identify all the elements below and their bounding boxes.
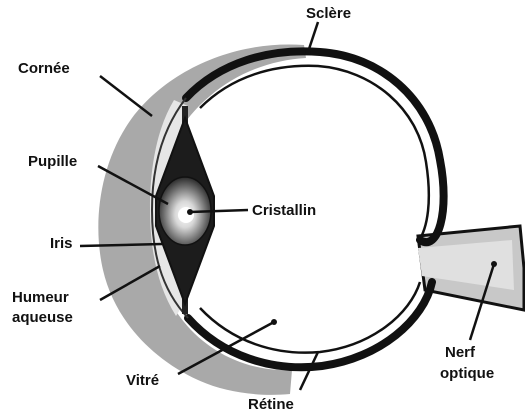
- label-humeur-line2: aqueuse: [12, 309, 73, 326]
- leader-cornee: [100, 76, 152, 116]
- label-nerf-line2: optique: [440, 365, 494, 382]
- label-humeur-line1: Humeur: [12, 289, 69, 306]
- eyeball-wall-lower: [188, 282, 432, 367]
- lens-highlight: [178, 207, 194, 223]
- leader-sclere: [308, 22, 318, 52]
- label-sclere: Sclère: [306, 5, 351, 22]
- label-retine: Rétine: [248, 396, 294, 413]
- label-vitre: Vitré: [126, 372, 159, 389]
- label-cornee: Cornée: [18, 60, 70, 77]
- label-nerf-line1: Nerf: [445, 344, 475, 361]
- label-iris: Iris: [50, 235, 73, 252]
- label-cristallin: Cristallin: [252, 202, 316, 219]
- label-pupille: Pupille: [28, 153, 77, 170]
